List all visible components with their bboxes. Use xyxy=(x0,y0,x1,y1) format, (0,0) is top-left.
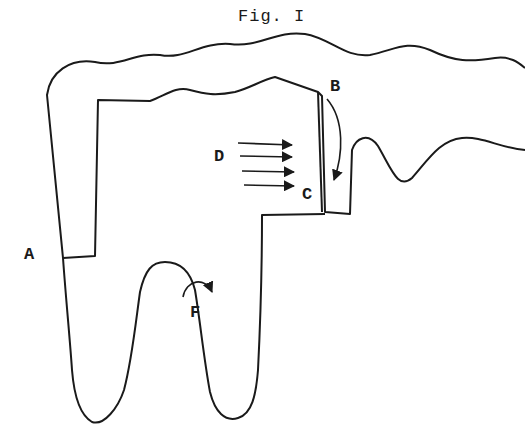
rotation-arrow xyxy=(327,99,341,180)
part-letter: D xyxy=(214,148,224,165)
preparation-outline xyxy=(63,77,525,258)
part-letter: A xyxy=(24,246,34,263)
preparation-wall xyxy=(318,92,322,212)
part-letter: F xyxy=(190,304,200,321)
force-arrow xyxy=(238,143,292,145)
tooth-root-outline xyxy=(63,214,325,423)
part-letter: C xyxy=(302,186,312,203)
crown-outline xyxy=(47,33,525,258)
figure-title: Fig. I xyxy=(238,8,305,25)
part-letter: B xyxy=(330,78,340,95)
rotation-arrow xyxy=(183,282,212,297)
force-arrow xyxy=(240,156,292,157)
force-arrow xyxy=(242,171,294,172)
force-arrow xyxy=(244,185,294,186)
